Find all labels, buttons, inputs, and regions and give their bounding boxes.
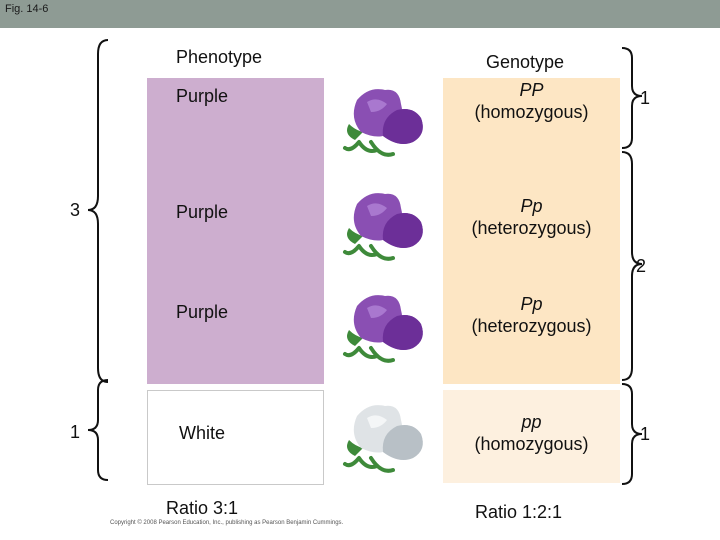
right-brace-homozygous-recessive [621, 383, 643, 485]
genotype-row-3: Pp (heterozygous) [443, 293, 620, 337]
figure-label: Fig. 14-6 [5, 3, 49, 15]
genotype-header: Genotype [486, 52, 565, 72]
right-brace-homozygous-dominant [621, 47, 643, 149]
zygosity-label: (heterozygous) [471, 218, 592, 238]
phenotype-row-2: Purple [176, 202, 229, 222]
zygosity-label: (homozygous) [474, 102, 589, 122]
purple-flower-icon [343, 293, 425, 363]
white-flower-icon [343, 403, 425, 473]
genotype-symbol: Pp [520, 294, 543, 314]
homozygous-recessive-count: 1 [640, 424, 651, 444]
right-brace-heterozygous [621, 151, 643, 381]
genotype-row-4: pp (homozygous) [443, 411, 620, 455]
phenotype-row-3: Purple [176, 302, 229, 322]
zygosity-label: (heterozygous) [471, 316, 592, 336]
phenotype-header: Phenotype [176, 47, 263, 67]
genotype-box-recessive [443, 390, 620, 483]
copyright-text: Copyright © 2008 Pearson Education, Inc.… [110, 520, 344, 526]
left-brace-white [87, 379, 109, 481]
white-count-label: 1 [70, 422, 81, 442]
genotype-symbol: Pp [520, 196, 543, 216]
phenotype-row-4: White [179, 423, 226, 443]
phenotypic-ratio: Ratio 3:1 [166, 498, 239, 518]
white-phenotype-box [147, 390, 324, 485]
top-bar [0, 0, 720, 28]
genotype-row-2: Pp (heterozygous) [443, 195, 620, 239]
zygosity-label: (homozygous) [474, 434, 589, 454]
purple-flower-icon [343, 191, 425, 261]
purple-flower-icon [343, 87, 425, 157]
purple-count-label: 3 [70, 200, 81, 220]
heterozygous-count: 2 [636, 256, 647, 276]
genotype-symbol: PP [519, 80, 544, 100]
left-brace-purple [87, 39, 109, 383]
genotype-box-dominant [443, 78, 620, 384]
phenotype-row-1: Purple [176, 86, 229, 106]
purple-phenotype-box [147, 78, 324, 384]
genotypic-ratio: Ratio 1:2:1 [475, 502, 563, 522]
homozygous-dominant-count: 1 [640, 88, 651, 108]
genotype-row-1: PP (homozygous) [443, 79, 620, 123]
genotype-symbol: pp [521, 412, 542, 432]
